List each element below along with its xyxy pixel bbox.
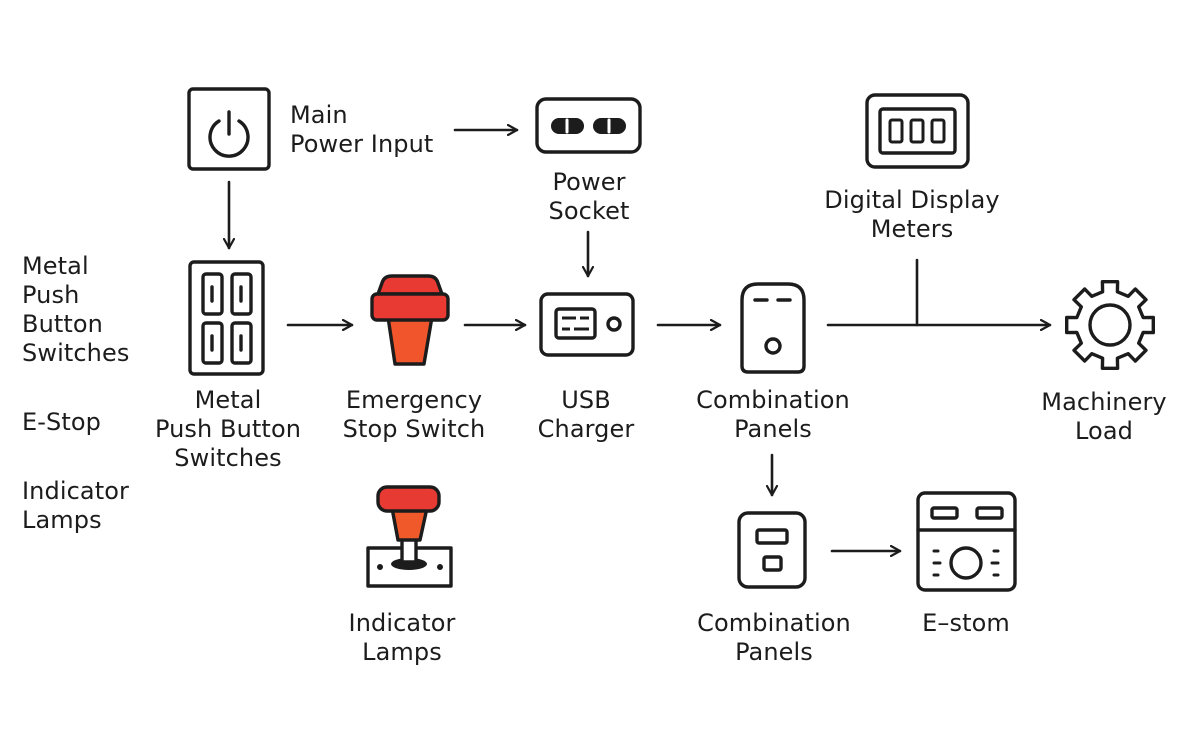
- label-metal-push-button-switches: Metal Push Button Switches: [154, 386, 302, 472]
- power-icon: [187, 87, 271, 171]
- label-digital-display-meters: Digital Display Meters: [824, 186, 1000, 243]
- usb-charger-icon: [539, 292, 635, 357]
- control-panel-icon: [916, 491, 1017, 592]
- side-label-metal-push-button-switches: Metal Push Button Switches: [22, 252, 130, 367]
- connectors: [229, 130, 1052, 551]
- label-indicator-lamps: Indicator Lamps: [348, 609, 456, 666]
- gear-icon: [1065, 280, 1155, 370]
- combination-panel-icon: [737, 511, 807, 589]
- label-power-socket: Power Socket: [548, 168, 630, 225]
- digital-meter-icon: [865, 93, 970, 169]
- side-label-indicator-lamps: Indicator Lamps: [22, 477, 129, 534]
- label-emergency-stop-switch: Emergency Stop Switch: [342, 386, 486, 443]
- power-socket-icon: [535, 97, 642, 154]
- label-combination-panels-bottom: Combination Panels: [697, 609, 851, 666]
- label-combination-panels-top: Combination Panels: [696, 386, 850, 443]
- side-label-e-stop: E-Stop: [22, 408, 101, 436]
- push-button-panel-icon: [188, 260, 265, 376]
- label-e-stom: E–stom: [922, 609, 1010, 637]
- label-usb-charger: USB Charger: [537, 386, 635, 443]
- combination-panel-icon: [740, 282, 806, 374]
- indicator-lamp-icon: [366, 485, 453, 588]
- emergency-stop-icon: [370, 274, 450, 366]
- label-machinery-load: Machinery Load: [1041, 388, 1167, 445]
- label-main-power-input: Main Power Input: [290, 101, 434, 158]
